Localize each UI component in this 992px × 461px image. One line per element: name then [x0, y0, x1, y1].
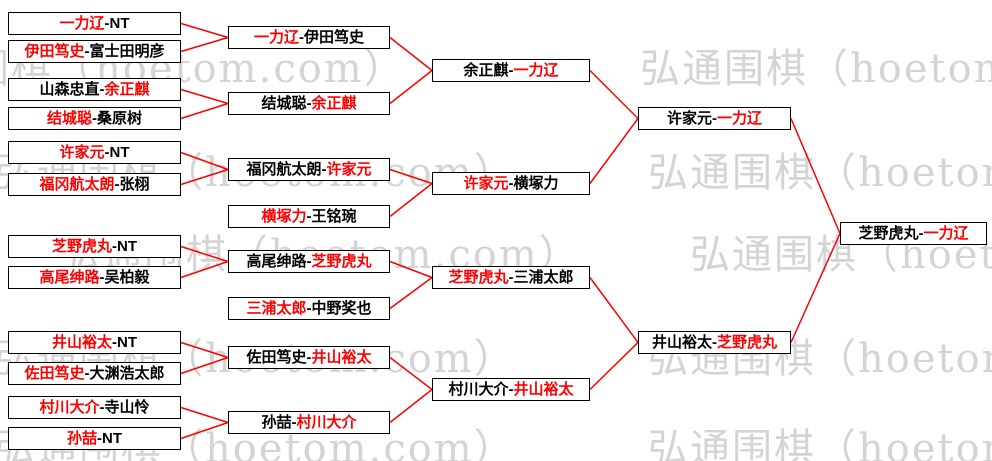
connector-line [180, 421, 229, 440]
watermark-text: 弘通围棋（hoetom.com） [640, 46, 992, 92]
connector-line [389, 260, 433, 279]
connector-line [180, 88, 229, 105]
connector-line [790, 118, 841, 234]
connector-line [180, 341, 229, 359]
connector-line [389, 168, 433, 185]
connector-line [389, 36, 433, 72]
connector-line [389, 388, 433, 424]
connector-line [589, 277, 639, 343]
connector-line [790, 233, 841, 343]
connector-line [589, 118, 639, 184]
connector-line [389, 356, 433, 391]
connector-line [180, 168, 229, 186]
watermark-text: 弘通围棋（hoetom.com） [648, 426, 992, 461]
connector-line [180, 102, 229, 120]
connector-line [180, 356, 229, 375]
connector-line [589, 69, 639, 120]
connector-line [180, 22, 229, 39]
connector-line [180, 245, 229, 263]
connector-line [180, 406, 229, 424]
connector-line [180, 36, 229, 53]
connector-line [180, 151, 229, 171]
connector-line [180, 260, 229, 279]
connector-line [389, 182, 433, 218]
connector-line [389, 276, 433, 310]
connector-line [589, 341, 639, 391]
connector-line [389, 69, 433, 105]
